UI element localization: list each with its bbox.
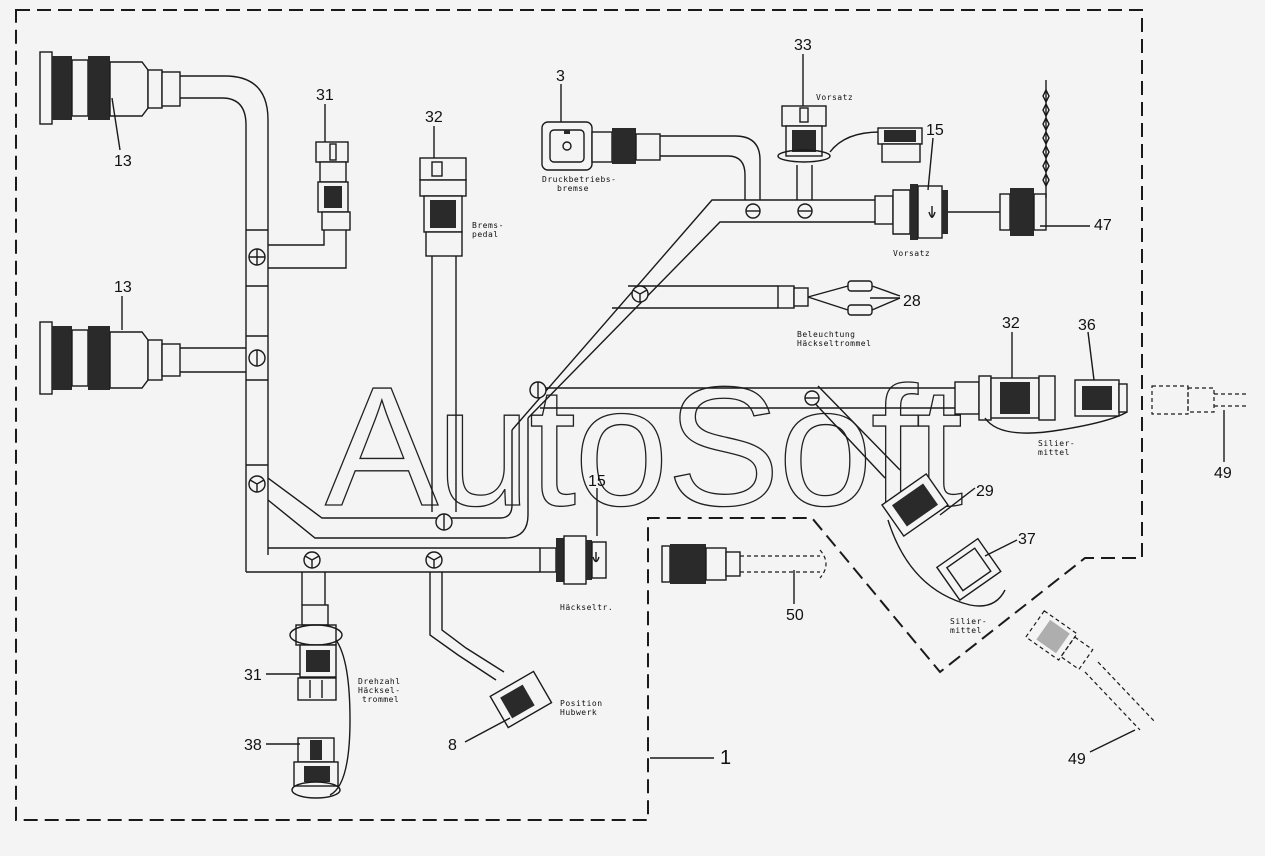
junction-markers	[248, 203, 820, 569]
connector-31-38-lower	[289, 604, 351, 799]
connector-28-lighting	[777, 280, 901, 316]
label-siliermittel-b-1: Silier-	[950, 617, 987, 626]
callout-32-bremspedal: 32	[425, 109, 443, 126]
assembly-boundary	[15, 9, 1143, 821]
label-druckbetriebsbremse-1: Druckbetriebs-	[542, 175, 616, 184]
connector-15-vorsatz	[874, 184, 1000, 240]
leader-lines	[111, 54, 1225, 759]
callout-numbers: 13 13 31 32 3 33 15 47 28 32 36 49 29 37…	[114, 37, 1232, 769]
connector-8-position	[489, 670, 553, 729]
callout-38: 38	[244, 737, 262, 754]
connector-3-pressure-switch	[541, 121, 661, 171]
callout-28: 28	[903, 293, 921, 310]
callout-15-vorsatz: 15	[926, 122, 944, 139]
callout-3: 3	[556, 68, 565, 85]
connector-47-cap	[999, 80, 1050, 236]
callout-49-right: 49	[1214, 465, 1232, 482]
label-drehzahl-2: Häcksel-	[358, 686, 401, 695]
connector-13-lower	[39, 321, 181, 395]
label-position-2: Hubwerk	[560, 708, 597, 717]
label-siliermittel-b-2: mittel	[950, 626, 982, 635]
label-vorsatz-mid: Vorsatz	[893, 249, 930, 258]
label-siliermittel-a-2: mittel	[1038, 448, 1070, 457]
label-position-1: Position	[560, 699, 603, 708]
connector-15-haeckseltr	[539, 535, 607, 585]
callout-15-haeckseltr: 15	[588, 473, 606, 490]
label-drehzahl-3: trommel	[362, 695, 399, 704]
label-beleuchtung-1: Beleuchtung	[797, 330, 855, 339]
connector-50	[661, 544, 827, 584]
callout-32-silier: 32	[1002, 315, 1020, 332]
callout-33: 33	[794, 37, 812, 54]
callout-37: 37	[1018, 531, 1036, 548]
label-bremspedal-1: Brems-	[472, 221, 504, 230]
connector-49-right	[1151, 385, 1248, 415]
callout-31-top: 31	[316, 87, 334, 104]
connector-32-bremspedal	[419, 157, 467, 257]
label-drehzahl-1: Drehzahl	[358, 677, 401, 686]
harness-trunk	[180, 75, 955, 681]
callout-49-lower: 49	[1068, 751, 1086, 768]
label-bremspedal-2: pedal	[472, 230, 499, 239]
callout-31-lower: 31	[244, 667, 262, 684]
label-vorsatz-top: Vorsatz	[816, 93, 853, 102]
connector-13-top	[39, 51, 181, 125]
callout-29: 29	[976, 483, 994, 500]
callout-1: 1	[720, 747, 731, 769]
label-beleuchtung-2: Häckseltrommel	[797, 339, 871, 348]
callout-36: 36	[1078, 317, 1096, 334]
connector-31-top	[315, 141, 351, 231]
label-siliermittel-a-1: Silier-	[1038, 439, 1075, 448]
callout-8: 8	[448, 737, 457, 754]
connector-29-37	[881, 472, 1006, 607]
connector-32-36-silage	[954, 375, 1128, 434]
label-haeckseltr: Häckseltr.	[560, 603, 613, 612]
label-druckbetriebsbremse-2: bremse	[557, 184, 589, 193]
connector-49-lower	[1025, 609, 1156, 731]
watermark-text: AutoSoft	[325, 352, 962, 542]
connector-33-vorsatz	[777, 105, 923, 163]
callout-13-lower: 13	[114, 279, 132, 296]
callout-50: 50	[786, 607, 804, 624]
callout-47: 47	[1094, 217, 1112, 234]
component-labels: Druckbetriebs- bremse Brems- pedal Vorsa…	[358, 93, 1075, 717]
callout-13-top: 13	[114, 153, 132, 170]
